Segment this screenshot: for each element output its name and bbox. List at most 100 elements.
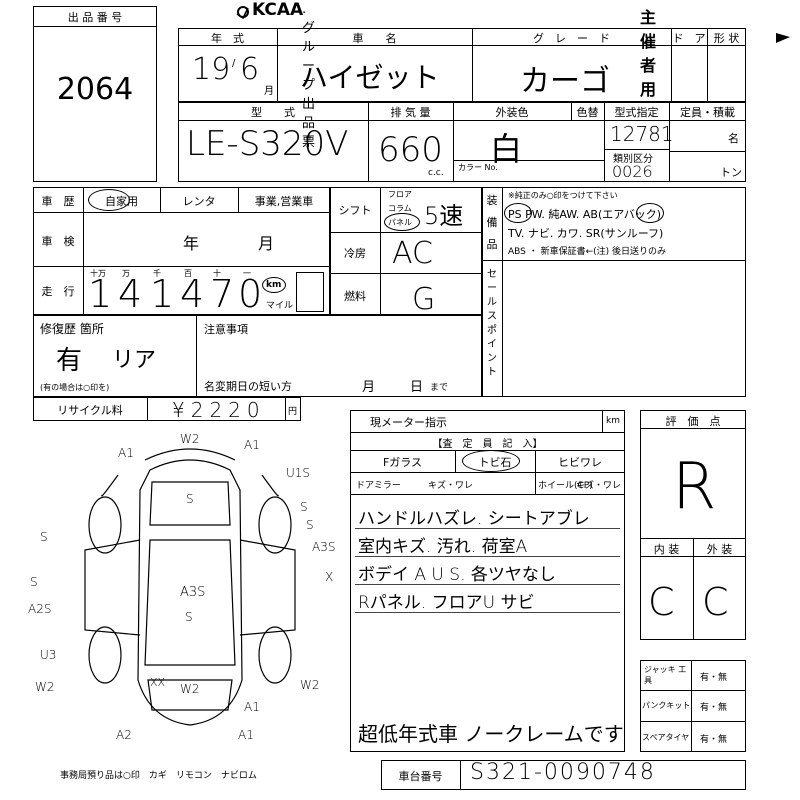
damage-mark: W2 — [35, 680, 55, 694]
month-unit: 月 — [264, 86, 274, 97]
exterior-score: C — [702, 580, 729, 624]
wheel-label: ホイール(CP) — [538, 481, 593, 491]
deadline-until: まで — [430, 383, 449, 393]
shift-column: コラム — [388, 204, 412, 213]
spare-value: 有・無 — [700, 735, 728, 745]
mileage-digit: 4 — [180, 272, 205, 316]
lot-box — [33, 6, 157, 182]
damage-mark: A1 — [118, 446, 134, 460]
color-change-label: 色替 — [576, 106, 599, 119]
damage-mark: A3S — [312, 540, 336, 554]
note-line: Rパネル. フロアU サビ — [358, 593, 535, 613]
inspector-label: 【査 定 員 記 入】 — [432, 439, 543, 450]
meter-km-label: km — [606, 416, 620, 426]
damage-mark: W2 — [180, 682, 200, 696]
capacity-unit-persons: 名 — [728, 132, 739, 145]
caution-label: 注意事項 — [204, 323, 248, 336]
change-deadline-label: 名変期日の短い方 — [204, 380, 292, 393]
inspector-block — [350, 410, 625, 752]
damage-mark: S — [186, 492, 194, 506]
mirror-value: キズ・ワレ — [428, 481, 474, 491]
chassis-row — [381, 760, 746, 790]
wheel-value: キズ・ワレ — [576, 481, 622, 491]
body-label: 形 状 — [713, 32, 740, 45]
shift-label: シフト — [338, 204, 372, 217]
glass-crack: ヒビワレ — [558, 456, 602, 469]
sales-point-label: セ ー ル ス ポ イ ン ト — [487, 269, 497, 378]
equipment-note: ※純正のみ○印をつけて下さい — [508, 191, 618, 200]
digit-label: 万 — [122, 269, 130, 278]
mileage-label: 走 行 — [41, 285, 75, 298]
color-no-label: カラー No. — [458, 163, 498, 172]
damage-mark: X — [325, 570, 334, 584]
bottom-note: 超低年式車 ノークレームです — [358, 722, 624, 746]
km-circle-mark — [262, 277, 286, 293]
lot-number: 2064 — [56, 72, 134, 107]
repair-label: 修復歴 箇所 — [40, 322, 104, 336]
model-designation-value: 12781 — [610, 122, 674, 146]
model-value: LE-S320V — [186, 124, 349, 164]
history-block — [33, 187, 330, 315]
inspection-month-label: 月 — [258, 234, 275, 253]
model-label: 型 式 — [251, 106, 295, 119]
logo: KCAA — [252, 0, 304, 20]
equipment-line2: TV. ナビ. カワ. SR(サンルーフ) — [508, 227, 664, 240]
history-label: 車 歴 — [41, 195, 75, 208]
damage-mark: U1S — [286, 466, 311, 480]
corner-mark-icon — [776, 30, 792, 49]
month-value: 6 — [240, 52, 260, 87]
spec-row — [178, 102, 746, 182]
meter-label: 現メーター指示 — [370, 416, 447, 429]
damage-mark: A2S — [28, 602, 52, 616]
year-value: 19 — [192, 52, 231, 87]
grade-label: グ レ ー ド — [533, 32, 610, 45]
history-business: 事業,営業車 — [254, 195, 314, 208]
recycle-row — [33, 397, 301, 421]
damage-mark: W2 — [180, 432, 200, 446]
equipment-line1: PS PW. 純AW. AB(エアバック) — [508, 208, 662, 221]
ab-circle-mark — [636, 203, 664, 223]
tools-block — [640, 660, 746, 752]
yen-label: 円 — [288, 407, 298, 417]
vehicle-row — [178, 28, 746, 102]
repair-value: 有 — [56, 346, 83, 376]
jack-label: ジャッキ 工 具 — [644, 665, 694, 685]
own-circle-mark — [88, 189, 130, 211]
displacement-label: 排 気 量 — [390, 106, 431, 119]
damage-mark: A1 — [244, 438, 260, 452]
score-value: R — [672, 450, 717, 524]
digit-label: 千 — [153, 269, 161, 278]
puncture-label: パンクキット — [642, 701, 691, 710]
shift-block — [330, 187, 482, 315]
capacity-unit-tons: トン — [720, 166, 742, 179]
mileage-digit: 1 — [150, 272, 175, 316]
repair-note: (有の場合は○印を) — [40, 383, 110, 392]
panel-circle-mark — [384, 213, 420, 231]
damage-mark: U3 — [40, 648, 57, 662]
recycle-label: リサイクル料 — [57, 404, 123, 417]
chassis-label: 車台番号 — [398, 770, 443, 783]
equipment-line3: ABS ・ 新車保証書←(注) 後日送りのみ — [508, 247, 667, 257]
equipment-block — [482, 187, 746, 397]
mileage-digit: 4 — [118, 272, 143, 316]
note-line: 室内キズ. 汚れ. 荷室A — [358, 537, 528, 557]
repair-caution-block — [33, 315, 482, 397]
damage-mark: S — [30, 575, 38, 589]
chip-circle-mark — [462, 450, 520, 472]
equipment-label: 装 備 品 — [486, 194, 498, 251]
damage-mark: A1 — [238, 728, 254, 742]
logo-mark-icon — [235, 4, 249, 20]
spare-label: スペアタイヤ — [642, 733, 690, 742]
mileage-digit: 7 — [210, 272, 235, 316]
color-value: 白 — [490, 130, 523, 168]
jack-value: 有・無 — [700, 673, 728, 683]
damage-mark: S — [185, 610, 193, 624]
aircon-value: AC — [392, 236, 433, 271]
mileage-unit-box — [296, 272, 324, 312]
score-label: 評 価 点 — [665, 415, 721, 428]
name-label: 車 名 — [352, 32, 397, 45]
office-note: 事務局預り品は○印 カギ リモコン ナビロム — [60, 771, 257, 781]
mileage-digit: 1 — [88, 272, 113, 316]
aircon-label: 冷房 — [344, 247, 366, 260]
fuel-label: 燃料 — [344, 290, 366, 303]
